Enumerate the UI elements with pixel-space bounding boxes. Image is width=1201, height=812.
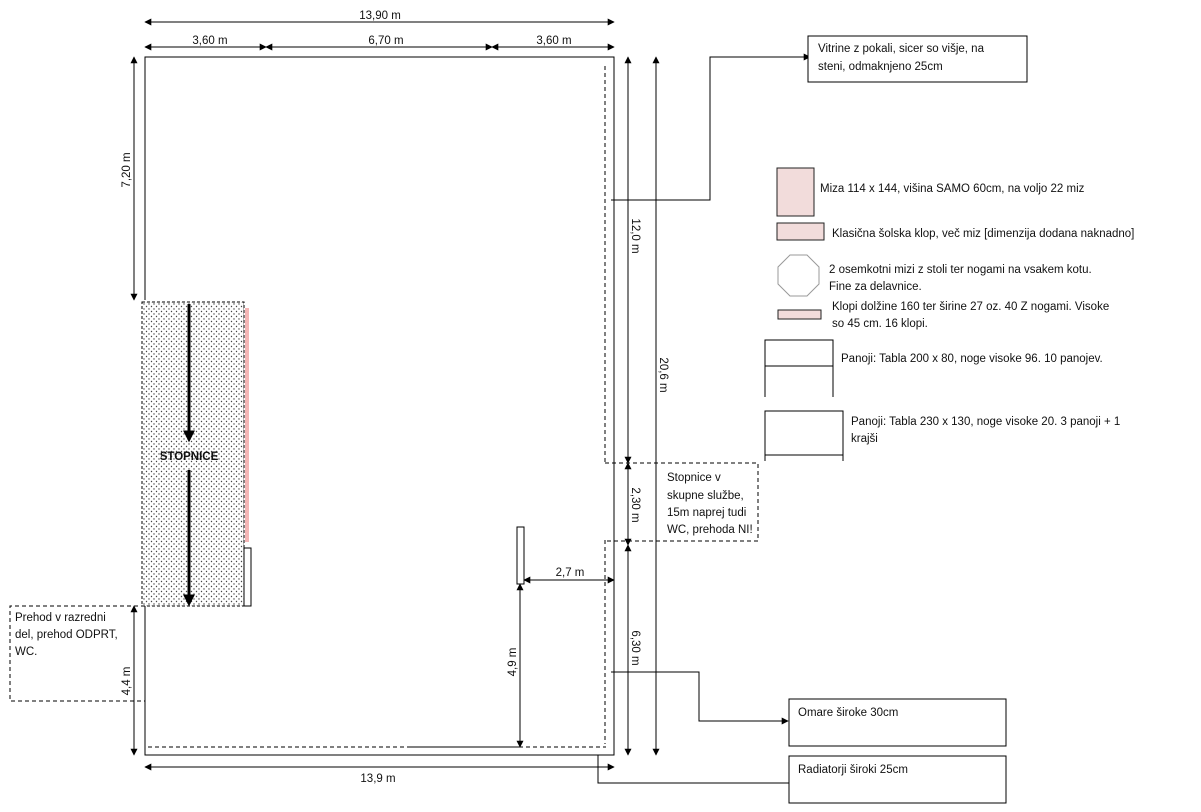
stairs-services-line1: Stopnice v	[667, 472, 721, 484]
dim-left-upper: 7,20 m	[121, 152, 133, 187]
stairs-services-line4: WC, prehoda NI!	[667, 524, 753, 536]
passage-line1: Prehod v razredni	[15, 612, 106, 624]
legend-octagon-line2: Fine za delavnice.	[829, 281, 922, 293]
vitrine-note-line1: Vitrine z pokali, sicer so višje, na	[818, 43, 985, 55]
legend-table: Miza 114 x 144, višina SAMO 60cm, na vol…	[776, 167, 1085, 217]
passage-line2: del, prehod ODPRT,	[15, 629, 118, 641]
cabinets-callout: Omare široke 30cm	[611, 671, 1007, 747]
cabinets-note: Omare široke 30cm	[798, 707, 898, 719]
radiators-note: Radiatorji široki 25cm	[798, 764, 908, 776]
stairs-services-line2: skupne službe,	[667, 490, 744, 502]
dim-right-outer: 20,6 m	[657, 357, 669, 392]
legend-long-bench-line1: Klopi dolžine 160 ter širine 27 oz. 40 Z…	[832, 301, 1109, 313]
legend-panel-small: Panoji: Tabla 200 x 80, noge visoke 96. …	[764, 339, 1103, 397]
top-dimensions: 13,90 m 3,60 m 6,70 m 3,60 m	[144, 10, 615, 51]
room-panel	[516, 526, 525, 585]
panel-dimensions: 2,7 m 4,9 m	[507, 567, 615, 748]
stairs-label: STOPNICE	[160, 451, 219, 463]
stairs-services-area: Stopnice v skupne službe, 15m naprej tud…	[605, 462, 759, 542]
right-dimensions: 12,0 m 2,30 m 6,30 m 20,6 m	[624, 56, 669, 756]
stairs-area: STOPNICE	[141, 301, 252, 607]
dim-right-upper: 12,0 m	[629, 218, 641, 253]
passage-line3: WC.	[15, 646, 37, 658]
dim-panel-to-wall: 2,7 m	[556, 567, 585, 579]
legend-panel-small-label: Panoji: Tabla 200 x 80, noge visoke 96. …	[841, 353, 1103, 365]
dim-top-total: 13,90 m	[359, 10, 401, 22]
inner-dashed-lines	[148, 66, 606, 748]
vitrine-callout: Vitrine z pokali, sicer so višje, na ste…	[611, 35, 1028, 201]
legend-panel-large-line1: Panoji: Tabla 230 x 130, noge visoke 20.…	[851, 416, 1120, 428]
dim-left-lower: 4,4 m	[121, 667, 133, 696]
legend-school-bench: Klasična šolska klop, več miz [dimenzija…	[776, 222, 1134, 241]
dim-right-lower: 6,30 m	[629, 630, 641, 665]
legend-long-bench: Klopi dolžine 160 ter širine 27 oz. 40 Z…	[777, 301, 1109, 330]
dim-top-left: 3,60 m	[192, 35, 227, 47]
radiators-callout: Radiatorji široki 25cm	[597, 755, 1007, 804]
legend-panel-large: Panoji: Tabla 230 x 130, noge visoke 20.…	[764, 410, 1120, 461]
dim-right-middle: 2,30 m	[629, 487, 641, 522]
room-outline	[144, 56, 615, 756]
stairs-services-line3: 15m naprej tudi	[667, 507, 746, 519]
dim-top-right: 3,60 m	[536, 35, 571, 47]
dim-top-middle: 6,70 m	[368, 35, 403, 47]
legend-octagon-line1: 2 osemkotni mizi z stoli ter nogami na v…	[829, 264, 1092, 276]
vitrine-note-line2: steni, odmaknjeno 25cm	[818, 61, 943, 73]
left-dimensions: 7,20 m 4,4 m	[121, 56, 138, 756]
bottom-dimension: 13,9 m	[144, 763, 615, 785]
legend-table-label: Miza 114 x 144, višina SAMO 60cm, na vol…	[820, 183, 1085, 195]
legend-long-bench-line2: so 45 cm. 16 klopi.	[832, 318, 928, 330]
dim-panel-height: 4,9 m	[507, 648, 519, 677]
legend-panel-large-line2: krajši	[851, 433, 878, 445]
legend-school-bench-label: Klasična šolska klop, več miz [dimenzija…	[832, 228, 1134, 240]
passage-area: Prehod v razredni del, prehod ODPRT, WC.	[9, 605, 145, 702]
legend: Miza 114 x 144, višina SAMO 60cm, na vol…	[764, 167, 1134, 461]
dim-bottom-total: 13,9 m	[360, 773, 395, 785]
legend-octagon: 2 osemkotni mizi z stoli ter nogami na v…	[777, 254, 1092, 297]
